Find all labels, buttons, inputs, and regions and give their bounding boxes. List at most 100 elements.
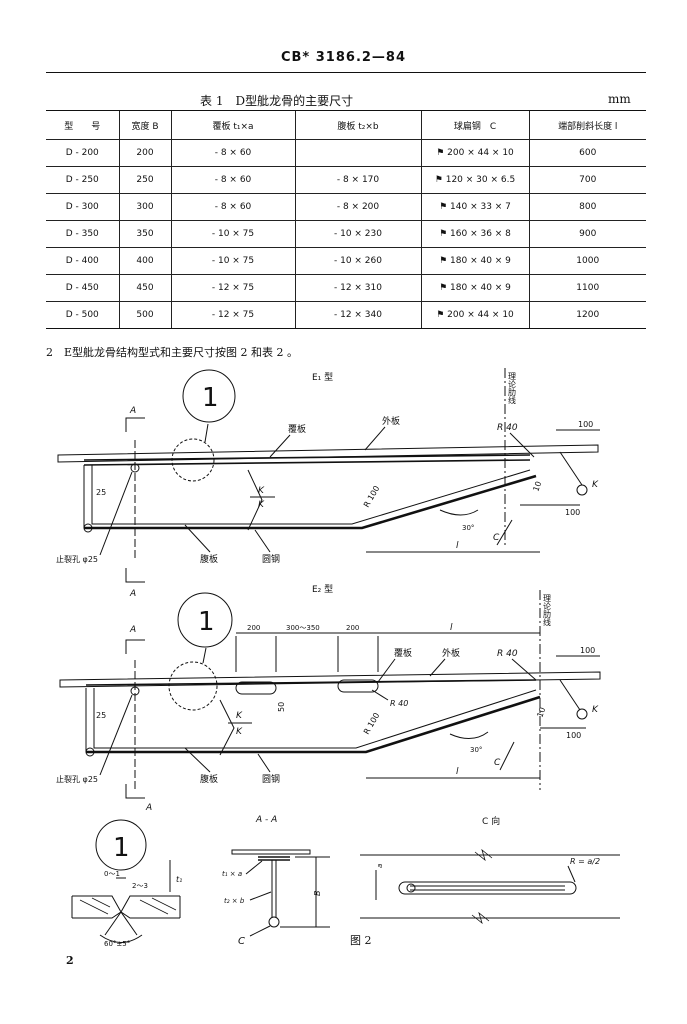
e2-angle-30: 30° <box>470 746 482 754</box>
e1-round-bar <box>84 474 537 530</box>
e1-r40: R 40 <box>497 423 518 433</box>
e1-detail-callout <box>182 369 236 423</box>
e1-c-label: C <box>493 533 500 543</box>
section-aa-bar <box>268 916 280 928</box>
section-aa-web <box>271 860 277 918</box>
e2-label-waiban: 外板 <box>442 647 460 659</box>
e1-face-plate <box>83 454 531 461</box>
c-view-slot <box>398 881 577 895</box>
bulb-flat-icon: ⚑ <box>439 256 448 266</box>
e1-section-a-bottom: A <box>129 589 136 599</box>
e2-detail-number: 1 <box>198 607 215 637</box>
table-cell-text: 120 × 30 × 6.5 <box>445 175 516 185</box>
table-cell: D - 350 <box>46 220 119 248</box>
detail-1-gap: 0～1 <box>104 870 120 878</box>
table-unit: mm <box>608 92 631 106</box>
table-cell: 700 <box>528 166 646 194</box>
e2-dim-10: 10 <box>535 706 547 719</box>
e1-dim-100: 100 <box>565 508 580 517</box>
table-cell: 800 <box>528 193 646 221</box>
e1-title: E₁ 型 <box>312 372 333 383</box>
column-header: 型 号 <box>46 110 119 140</box>
table-cell: - 8 × 60 <box>170 166 295 194</box>
e2-dim-50: 50 <box>277 702 286 712</box>
e2-shell-plate <box>59 671 601 688</box>
c-view-title: C 向 <box>482 815 500 827</box>
page-number: 2 <box>66 954 74 967</box>
table-cell: 300 <box>118 193 171 221</box>
e2-title: E₂ 型 <box>312 584 333 595</box>
table-cell: 600 <box>528 139 646 167</box>
table-cell: - 8 × 200 <box>294 193 421 221</box>
section-aa-c: C <box>238 936 245 947</box>
detail-1-2-3: 2～3 <box>132 882 148 890</box>
detail-1-angle: 60°±5° <box>104 940 130 948</box>
e1-section-a-marker <box>125 417 145 432</box>
section-paragraph: 2 E型舭龙骨结构型式和主要尺寸按图 2 和表 2 。 <box>46 346 299 359</box>
table-cell: - 10 × 75 <box>170 220 295 248</box>
table-cell: 450 <box>118 274 171 302</box>
table-cell: 250 <box>118 166 171 194</box>
column-header: 端部削斜长度 l <box>528 110 646 140</box>
table-cell: 1200 <box>528 301 646 329</box>
table-cell: 350 <box>118 220 171 248</box>
table-cell: - 8 × 60 <box>170 139 295 167</box>
e2-face-plate <box>85 679 537 686</box>
table-cell: - 12 × 310 <box>294 274 421 302</box>
standard-number-header: CB* 3186.2—84 <box>280 50 407 65</box>
table-cell: - 12 × 340 <box>294 301 421 329</box>
detail-1-number: 1 <box>113 833 130 863</box>
figure-caption: 图 2 <box>350 934 372 947</box>
table-cell: - 12 × 75 <box>170 301 295 329</box>
table-cell: ⚑ 200 × 44 × 10 <box>420 139 529 167</box>
e2-detail-circle <box>168 661 218 711</box>
bulb-flat-icon: ⚑ <box>439 283 448 293</box>
e1-dim-10: 10 <box>531 480 543 493</box>
section-aa-b: B <box>313 891 322 897</box>
section-aa-t1a: t₁ × a <box>222 870 242 878</box>
detail-1-callout <box>95 819 147 871</box>
section-aa-shell <box>231 849 311 855</box>
e2-dim-200-right: 200 <box>346 624 359 632</box>
table-row: D - 200 200 - 8 × 60 ⚑ 200 × 44 × 10 600 <box>46 139 646 167</box>
e2-label-web: 腹板 <box>200 773 218 785</box>
e2-slot-1 <box>235 681 277 695</box>
e1-dim-l: l <box>456 541 459 551</box>
e1-shell-plate <box>57 444 599 463</box>
table-cell: 1000 <box>528 247 646 275</box>
e2-round-bar-end <box>85 747 95 757</box>
table-row: D - 450 450 - 12 × 75 - 12 × 310 ⚑ 180 ×… <box>46 274 646 302</box>
section-aa-t2b: t₂ × b <box>224 897 245 905</box>
table-row: D - 500 500 - 12 × 75 - 12 × 340 ⚑ 200 ×… <box>46 301 646 329</box>
table-cell: - 8 × 60 <box>170 193 295 221</box>
e2-k-view-marker <box>576 708 588 720</box>
table-row: D - 400 400 - 10 × 75 - 10 × 260 ⚑ 180 ×… <box>46 247 646 275</box>
e2-k-label-2: K <box>236 727 243 737</box>
e2-dim-100: 100 <box>566 731 581 740</box>
table-cell-text: 180 × 40 × 9 <box>450 283 511 293</box>
table-cell: D - 250 <box>46 166 119 194</box>
column-header: 球扁钢 C <box>420 110 529 140</box>
e2-dim-100-top: 100 <box>580 646 595 655</box>
c-view-radius: R = a/2 <box>570 857 600 866</box>
e1-frame-label: 理论肋线 <box>508 372 517 404</box>
e1-label-web: 腹板 <box>200 553 218 565</box>
e1-label-roundbar: 圆钢 <box>262 553 280 565</box>
table-cell: 200 <box>118 139 171 167</box>
e2-dim-25: 25 <box>96 711 106 720</box>
bulb-flat-icon: ⚑ <box>439 229 448 239</box>
e1-angle-30: 30° <box>462 524 474 532</box>
e2-hole-label: 止裂孔 φ25 <box>56 774 98 784</box>
table-cell <box>294 139 421 167</box>
table-cell: ⚑ 200 × 44 × 10 <box>420 301 529 329</box>
e1-k-label-2: K <box>258 500 265 510</box>
e1-k-view-marker <box>576 484 588 496</box>
table-cell: ⚑ 140 × 33 × 7 <box>420 193 529 221</box>
e2-c-label: C <box>494 758 501 768</box>
detail-1-t1: t₁ <box>176 875 182 884</box>
e1-web-plate <box>83 465 531 528</box>
e2-frame-label: 理论肋线 <box>543 594 552 626</box>
c-view-a: a <box>376 864 384 868</box>
e2-slot-2 <box>337 679 379 693</box>
